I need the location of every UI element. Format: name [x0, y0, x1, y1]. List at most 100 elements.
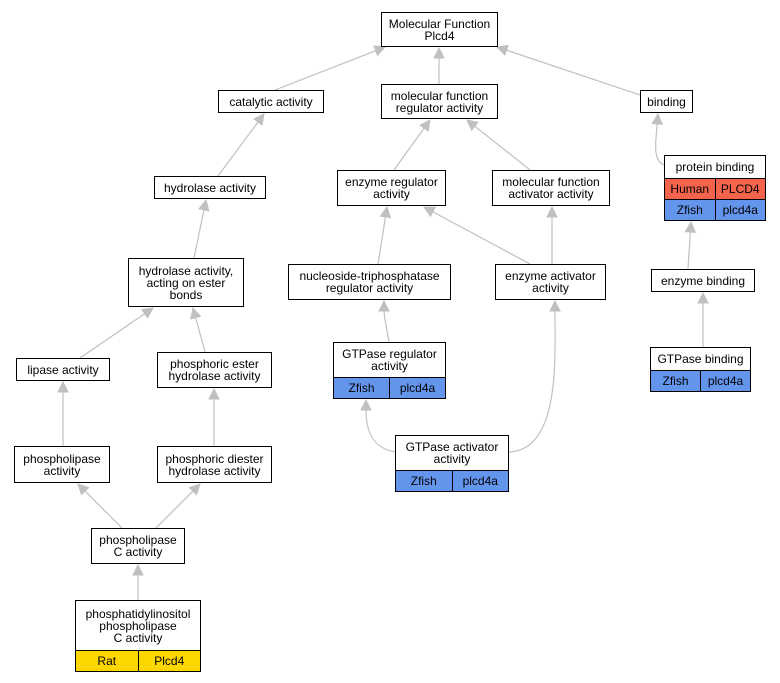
go-term-binding[interactable]: binding	[640, 90, 693, 113]
go-term-label: binding	[647, 94, 686, 109]
edge-phospholipase_c-to-phosphoric_diester	[155, 490, 194, 529]
go-term-label: GTPase regulator activity	[342, 347, 437, 373]
edge-arrowhead	[77, 483, 90, 496]
go-term-label: phosphoric diester hydrolase activity	[165, 451, 264, 478]
go-term-label: hydrolase activity, acting on ester bond…	[138, 263, 234, 302]
edge-catalytic_activity-to-molecular_function	[274, 50, 376, 91]
go-term-molecular-function[interactable]: Molecular Function Plcd4	[381, 12, 498, 47]
edge-hydrolase_activity-to-catalytic_activity	[217, 121, 259, 177]
edge-arrowhead	[360, 398, 372, 411]
go-term-label: protein binding	[675, 160, 755, 174]
edge-gtpase_activator-to-enzyme_activator	[508, 310, 556, 453]
edge-arrowhead	[141, 307, 154, 319]
annotation-gene: plcd4a	[389, 378, 445, 398]
go-term-enzyme-binding[interactable]: enzyme binding	[651, 269, 755, 292]
go-term-phosphoric-diester[interactable]: phosphoric diester hydrolase activity	[157, 446, 272, 483]
go-term-label: nucleoside-triphosphatase regulator acti…	[299, 269, 440, 295]
edge-arrowhead	[697, 291, 709, 304]
edge-phospholipase_c-to-phospholipase	[84, 490, 123, 529]
edge-gtpase_activator-to-gtpase_regulator	[365, 409, 396, 453]
go-term-catalytic-activity[interactable]: catalytic activity	[218, 90, 324, 113]
edge-arrowhead	[190, 306, 202, 320]
annotation-row: Zfish plcd4a	[665, 199, 765, 220]
annotation-gene: plcd4a	[451, 471, 509, 491]
annotation-species: Rat	[97, 654, 117, 668]
edge-arrowhead	[253, 113, 265, 126]
go-term-label: phospholipase C activity	[99, 533, 177, 559]
edge-gtpase_regulator-to-ntpase_regulator	[383, 310, 390, 343]
go-term-phospholipase-c[interactable]: phospholipase C activity	[91, 528, 185, 564]
edge-arrowhead	[379, 205, 392, 219]
edge-lipase_activity-to-hydrolase_ester	[79, 313, 146, 359]
edge-mf_activator-to-mf_regulator	[474, 125, 531, 171]
go-term-hydrolase-activity[interactable]: hydrolase activity	[154, 176, 266, 199]
go-term-enzyme-regulator[interactable]: enzyme regulator activity	[337, 170, 446, 206]
go-term-label: lipase activity	[27, 362, 99, 377]
edge-enzyme_regulator-to-mf_regulator	[393, 127, 425, 171]
go-term-label: molecular function activator activity	[502, 175, 600, 201]
go-term-label: molecular function regulator activity	[390, 88, 489, 115]
annotation-species: Zfish	[410, 474, 437, 488]
edge-arrowhead	[684, 220, 697, 233]
go-term-phosphoric-ester[interactable]: phosphoric ester hydrolase activity	[157, 352, 272, 388]
edge-arrowhead	[546, 205, 558, 218]
edge-phosphoric_ester-to-hydrolase_ester	[195, 317, 206, 353]
edge-arrowhead	[57, 380, 69, 393]
annotation-gene: plcd4a	[714, 200, 766, 220]
go-term-label: phospholipase activity	[23, 451, 101, 478]
edge-enzyme_activator-to-enzyme_regulator	[432, 211, 531, 265]
annotation-row: Zfish plcd4a	[396, 470, 508, 491]
go-term-label: GTPase binding	[657, 352, 744, 366]
annotation-gene: Plcd4	[137, 651, 201, 671]
edge-arrowhead	[651, 112, 663, 125]
annotation-row: Rat Plcd4	[76, 650, 200, 671]
go-term-label: enzyme regulator activity	[345, 175, 438, 201]
edge-arrowhead	[423, 206, 436, 218]
go-term-label: hydrolase activity	[163, 180, 257, 195]
go-term-label: Molecular Function Plcd4	[388, 16, 491, 43]
edge-arrowhead	[198, 198, 210, 212]
edge-arrowhead	[433, 46, 445, 59]
edge-arrowhead	[495, 44, 509, 56]
edge-arrowhead	[419, 119, 431, 132]
annotation-gene: plcd4a	[700, 371, 750, 391]
annotation-species: Human	[670, 182, 710, 196]
edge-arrowhead	[208, 387, 220, 400]
annotation-gene: PLCD4	[714, 179, 766, 199]
go-term-mf-activator[interactable]: molecular function activator activity	[492, 170, 610, 206]
annotation-species: Zfish	[348, 381, 375, 395]
annotation-species: Zfish	[676, 203, 703, 217]
edge-protein_binding-to-binding	[655, 123, 665, 166]
edge-arrowhead	[466, 119, 479, 132]
go-term-lipase-activity[interactable]: lipase activity	[16, 358, 110, 381]
go-term-ntpase-regulator[interactable]: nucleoside-triphosphatase regulator acti…	[288, 264, 451, 300]
edge-hydrolase_ester-to-hydrolase_activity	[193, 209, 205, 259]
go-term-label: phosphatidylinositol phospholipase C act…	[85, 606, 191, 645]
go-term-label: enzyme binding	[660, 273, 746, 288]
edge-arrowhead	[373, 45, 387, 57]
go-term-label: GTPase activator activity	[405, 440, 499, 466]
edge-arrowhead	[188, 483, 201, 496]
go-term-enzyme-activator[interactable]: enzyme activator activity	[495, 264, 606, 300]
edge-binding-to-molecular_function	[506, 49, 641, 96]
annotation-row: Human PLCD4	[665, 178, 765, 199]
go-term-mf-regulator[interactable]: molecular function regulator activity	[381, 84, 498, 119]
go-term-label: enzyme activator activity	[505, 269, 596, 295]
go-term-phospholipase[interactable]: phospholipase activity	[14, 446, 110, 483]
edge-arrowhead	[132, 563, 144, 576]
go-term-hydrolase-ester[interactable]: hydrolase activity, acting on ester bond…	[128, 258, 244, 307]
edge-arrowhead	[549, 299, 561, 312]
edge-enzyme_binding-to-protein_binding	[687, 231, 691, 270]
edge-ntpase_regulator-to-enzyme_regulator	[377, 216, 387, 265]
annotation-row: Zfish plcd4a	[334, 377, 445, 398]
go-term-label: phosphoric ester hydrolase activity	[168, 357, 261, 383]
edge-arrowhead	[378, 299, 390, 312]
go-term-pi-plc[interactable]: phosphatidylinositol phospholipase C act…	[75, 600, 201, 672]
